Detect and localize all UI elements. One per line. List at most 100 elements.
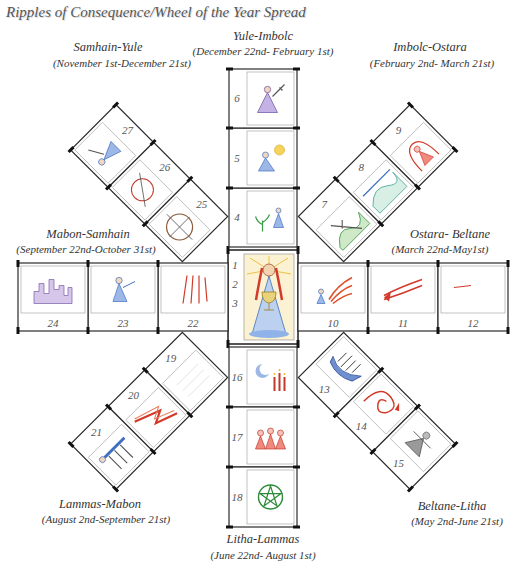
card-number: 20 xyxy=(128,390,139,401)
card-number: 26 xyxy=(159,162,170,173)
card-frame xyxy=(158,263,228,331)
card-frame xyxy=(298,263,368,331)
sketch-shape xyxy=(259,485,283,509)
card-number: 17 xyxy=(232,432,243,443)
card-frame xyxy=(301,266,365,313)
card-number: 15 xyxy=(393,458,404,469)
sketch-shape xyxy=(276,208,281,213)
card-sketch xyxy=(98,436,138,476)
card-frame xyxy=(75,122,136,183)
sketch-shape xyxy=(249,330,289,338)
date-range: (June 22nd- August 1st) xyxy=(210,549,315,562)
card-number: 6 xyxy=(234,93,240,104)
sketch-shape xyxy=(319,289,324,294)
card-frame xyxy=(316,337,377,398)
sketch-shape xyxy=(258,430,264,436)
sketch-stroke xyxy=(125,173,159,207)
card-frame xyxy=(149,197,210,258)
card-sketch xyxy=(327,346,367,386)
card-number: 8 xyxy=(359,162,365,173)
sketch-stroke xyxy=(135,395,175,435)
sketch-stroke xyxy=(329,278,352,304)
card-frame xyxy=(229,347,297,407)
card-sketch xyxy=(454,286,471,288)
sketch-stroke xyxy=(364,386,398,420)
sketch-stroke xyxy=(393,403,403,413)
season-label: Litha-Lammas xyxy=(227,532,300,547)
sketch-stroke xyxy=(327,352,361,386)
card-number: 14 xyxy=(356,421,367,432)
sketch-stroke xyxy=(256,215,270,232)
sketch-stroke xyxy=(105,438,125,458)
season-label: Beltane-Litha xyxy=(418,499,487,514)
card-sketch xyxy=(384,280,422,302)
sketch-stroke xyxy=(454,286,471,288)
sketch-shape xyxy=(263,152,269,158)
sketch-stroke xyxy=(363,169,390,196)
season-label: Ostara- Beltane xyxy=(410,227,490,242)
sketch-stroke xyxy=(69,368,193,492)
sketch-shape xyxy=(278,430,284,436)
card-frame xyxy=(354,374,414,434)
card-sketch xyxy=(125,172,160,207)
card-frame xyxy=(229,407,297,467)
card-number: 24 xyxy=(48,318,59,329)
card-frame xyxy=(438,263,508,331)
sketch-stroke xyxy=(275,369,285,375)
date-range: (December 22nd- February 1st) xyxy=(193,45,334,58)
card-frame xyxy=(126,388,186,448)
sketch-stroke xyxy=(337,351,361,375)
card-sketch xyxy=(256,208,284,232)
season-label: Mabon-Samhain xyxy=(46,227,129,242)
sketch-stroke xyxy=(260,486,281,506)
card-frame xyxy=(373,407,456,490)
card-frame xyxy=(316,197,377,258)
sketch-stroke xyxy=(177,364,210,397)
date-range: (November 1st-December 21st) xyxy=(53,57,191,70)
card-frame xyxy=(161,266,225,313)
center-card xyxy=(228,246,298,348)
ostara-beltane-cards xyxy=(298,260,508,334)
card-frame xyxy=(229,69,297,128)
card-frame xyxy=(354,160,414,220)
sketch-stroke xyxy=(18,260,158,334)
sketch-stroke xyxy=(262,292,276,310)
sketch-stroke xyxy=(366,172,407,213)
card-sketch xyxy=(183,276,207,304)
sketch-stroke xyxy=(228,246,298,348)
card-sketch xyxy=(256,428,286,449)
sketch-shape xyxy=(116,277,122,283)
card-sketch xyxy=(325,205,370,250)
card-number: 23 xyxy=(118,318,129,329)
card-number: 11 xyxy=(398,318,408,329)
sketch-stroke xyxy=(334,103,458,227)
card-sketch xyxy=(317,278,352,304)
card-frame xyxy=(247,470,294,524)
card-sketch xyxy=(34,280,72,304)
sketch-stroke xyxy=(69,103,193,227)
card-sketch xyxy=(256,363,285,391)
card-number: 10 xyxy=(328,318,339,329)
sketch-shape xyxy=(97,157,106,166)
card-number: 12 xyxy=(468,318,479,329)
card-frame xyxy=(244,254,294,340)
card-number: 1 xyxy=(232,260,238,271)
sketch-stroke xyxy=(317,295,325,304)
card-frame xyxy=(88,424,149,485)
card-frame xyxy=(18,263,88,331)
card-frame xyxy=(229,188,297,247)
beltane-litha-cards xyxy=(296,330,457,491)
sketch-stroke xyxy=(226,69,300,188)
sketch-stroke xyxy=(252,276,286,334)
card-frame xyxy=(247,131,294,185)
card-sketch xyxy=(259,145,285,171)
sketch-stroke xyxy=(157,204,202,249)
card-frame xyxy=(229,128,297,188)
card-sketch xyxy=(259,485,283,509)
card-frame xyxy=(390,411,451,472)
sketch-stroke xyxy=(258,93,278,113)
sketch-stroke xyxy=(34,280,72,304)
sketch-stroke xyxy=(275,373,285,391)
